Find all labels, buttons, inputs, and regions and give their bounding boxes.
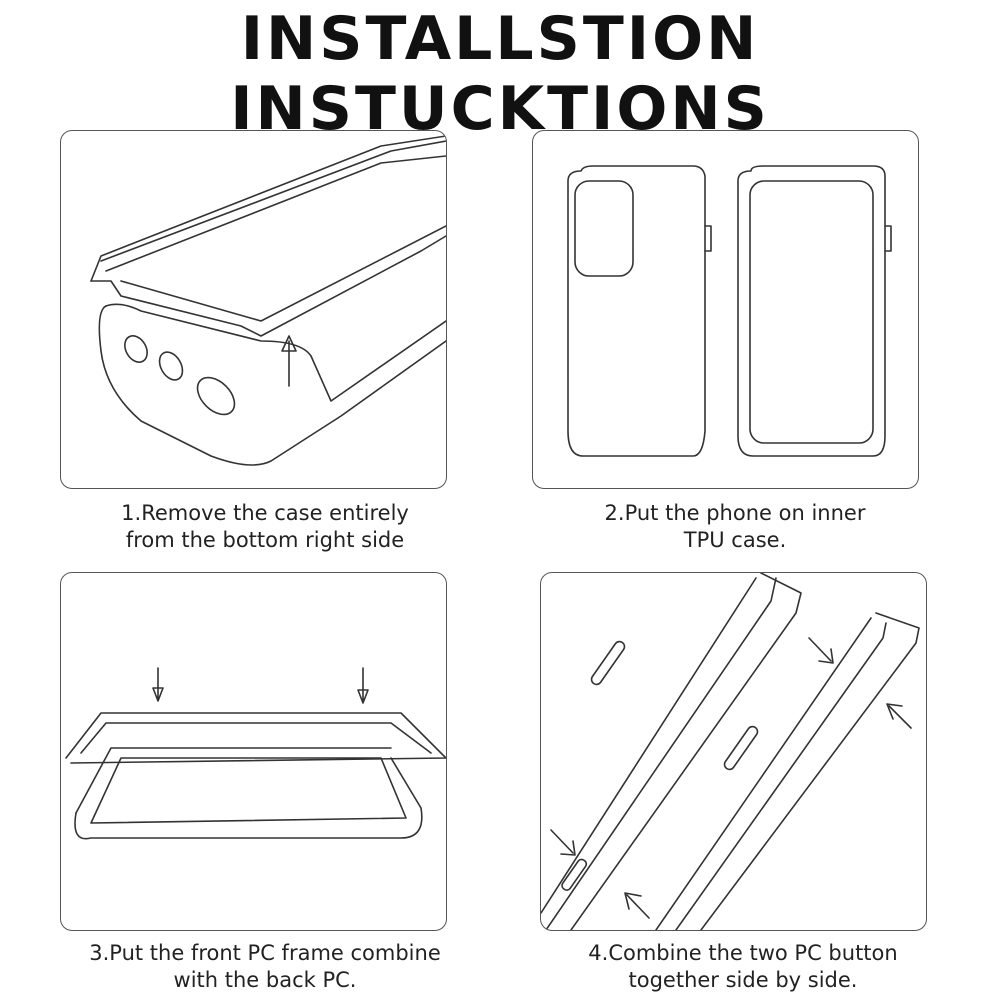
- step-1-caption: 1.Remove the case entirely from the bott…: [45, 500, 485, 554]
- step-1-illustration: [60, 130, 447, 489]
- step-4-caption: 4.Combine the two PC button together sid…: [523, 940, 963, 994]
- step-1-caption-line-2: from the bottom right side: [125, 528, 405, 552]
- step-4-illustration: [540, 572, 927, 931]
- step-4-caption-line-2: together side by side.: [628, 968, 858, 992]
- step-3-caption-line-1: 3.Put the front PC frame combine: [89, 941, 441, 965]
- step-3-illustration: [60, 572, 447, 931]
- step-2-caption-line-1: 2.Put the phone on inner: [604, 501, 866, 525]
- step-2-caption: 2.Put the phone on inner TPU case.: [515, 500, 955, 554]
- page-title: INSTALLSTION INSTUCKTIONS: [230, 4, 770, 144]
- step-3-caption: 3.Put the front PC frame combine with th…: [45, 940, 485, 994]
- step-2-caption-line-2: TPU case.: [683, 528, 787, 552]
- step-1-caption-line-1: 1.Remove the case entirely: [121, 501, 409, 525]
- step-2-illustration: [532, 130, 919, 489]
- step-3-caption-line-2: with the back PC.: [173, 968, 357, 992]
- step-4-caption-line-1: 4.Combine the two PC button: [588, 941, 898, 965]
